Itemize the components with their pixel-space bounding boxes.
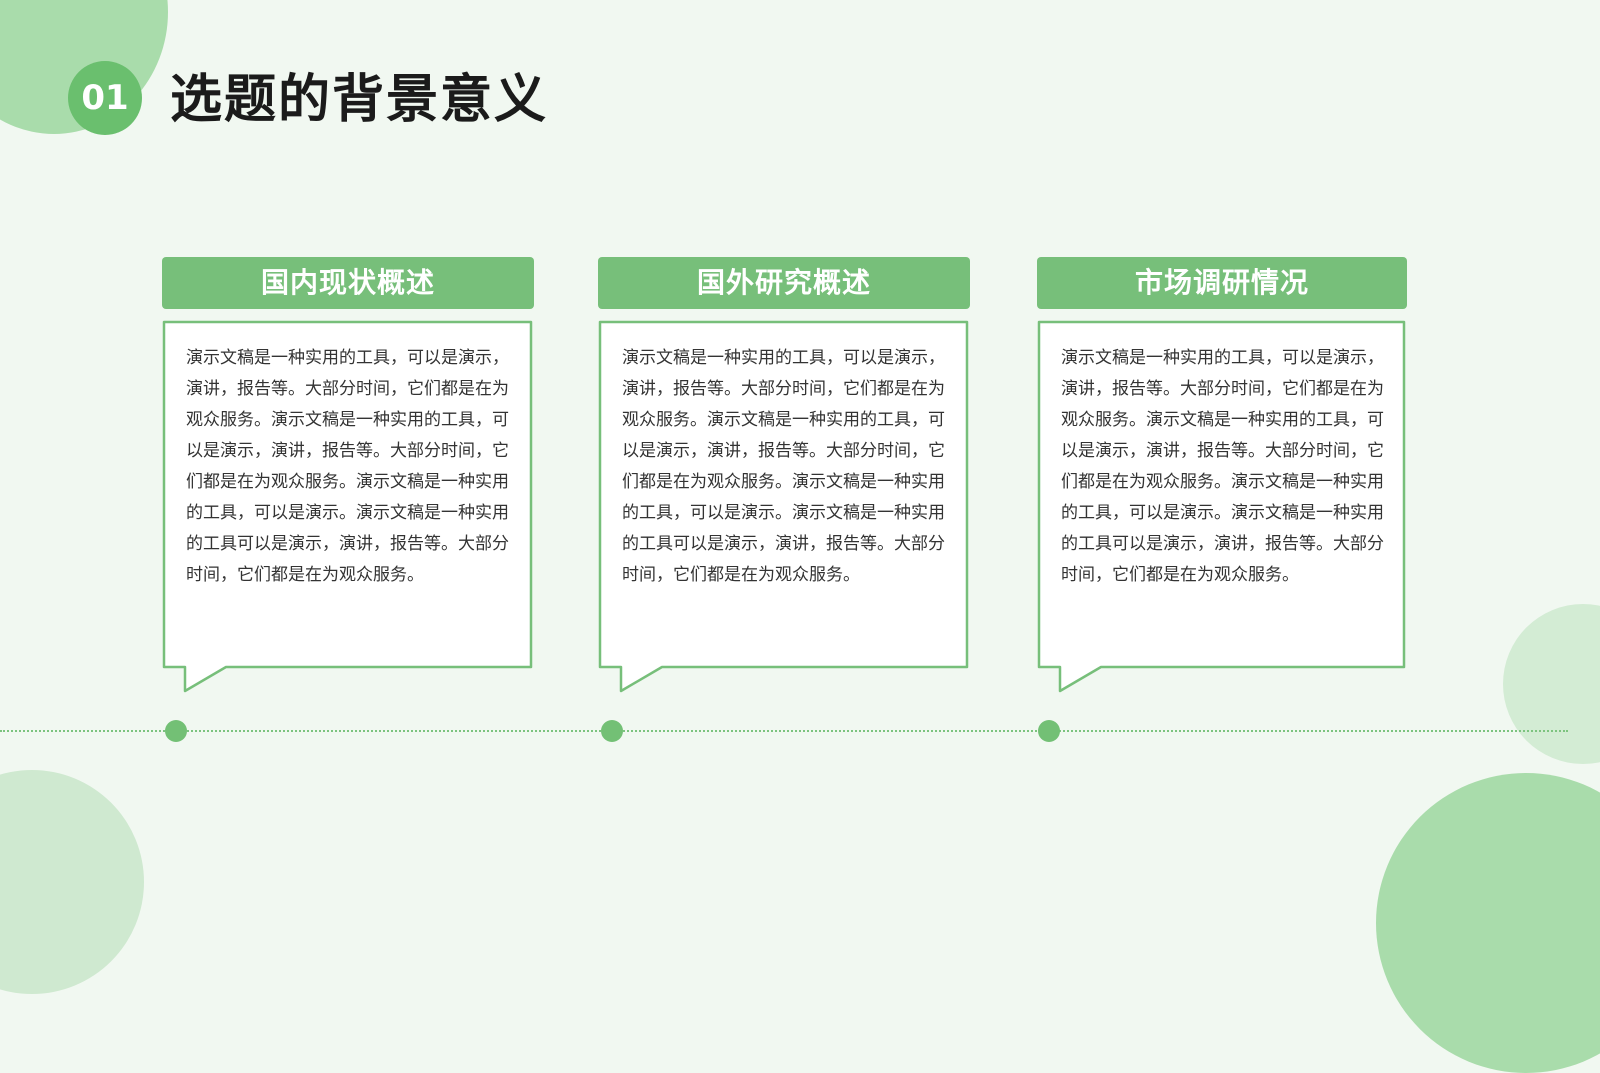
page-title: 选题的背景意义: [170, 70, 549, 130]
timeline-dot-1: [165, 720, 187, 742]
section-number-badge: 01: [68, 61, 142, 135]
timeline-dot-2: [601, 720, 623, 742]
card-body-text: 演示文稿是一种实用的工具，可以是演示，演讲，报告等。大部分时间，它们都是在为观众…: [186, 348, 509, 585]
card-heading: 市场调研情况: [1037, 257, 1407, 309]
card-domestic-status: 国内现状概述 演示文稿是一种实用的工具，可以是演示，演讲，报告等。大部分时间，它…: [162, 257, 534, 693]
card-heading: 国内现状概述: [162, 257, 534, 309]
card-body-text: 演示文稿是一种实用的工具，可以是演示，演讲，报告等。大部分时间，它们都是在为观众…: [622, 348, 945, 585]
speech-bubble-frame: [162, 320, 533, 693]
decor-circle-bottom-right: [1376, 773, 1600, 1073]
speech-bubble-frame: [598, 320, 969, 693]
speech-bubble-frame: [1037, 320, 1406, 693]
decor-circle-bottom-left: [0, 770, 144, 994]
card-heading: 国外研究概述: [598, 257, 970, 309]
speech-bubble: 演示文稿是一种实用的工具，可以是演示，演讲，报告等。大部分时间，它们都是在为观众…: [598, 320, 970, 693]
card-body-text: 演示文稿是一种实用的工具，可以是演示，演讲，报告等。大部分时间，它们都是在为观众…: [1061, 348, 1384, 585]
card-foreign-research: 国外研究概述 演示文稿是一种实用的工具，可以是演示，演讲，报告等。大部分时间，它…: [598, 257, 970, 693]
speech-bubble: 演示文稿是一种实用的工具，可以是演示，演讲，报告等。大部分时间，它们都是在为观众…: [162, 320, 534, 693]
timeline-dot-3: [1038, 720, 1060, 742]
decor-circle-right: [1503, 604, 1600, 764]
card-market-research: 市场调研情况 演示文稿是一种实用的工具，可以是演示，演讲，报告等。大部分时间，它…: [1037, 257, 1407, 693]
speech-bubble: 演示文稿是一种实用的工具，可以是演示，演讲，报告等。大部分时间，它们都是在为观众…: [1037, 320, 1407, 693]
timeline-dotted-line: [0, 730, 1568, 732]
